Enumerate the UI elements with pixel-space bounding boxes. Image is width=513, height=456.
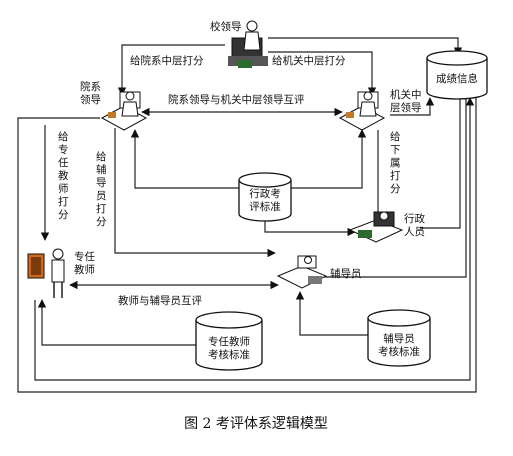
svg-text:下: 下 (390, 144, 401, 156)
db-results-label: 成绩信息 (436, 72, 478, 85)
edge-label-mutual-teacher-counselor: 教师与辅导员互评 (118, 294, 202, 307)
dept-leader-label-line2: 领导 (80, 93, 101, 106)
edge-teacher-standard (37, 299, 198, 346)
svg-text:分: 分 (58, 209, 69, 221)
svg-text:给: 给 (96, 150, 107, 163)
db-admin-standard: 行政考 评标准 (238, 172, 292, 222)
teacher-label-line1: 专任 (74, 250, 95, 263)
svg-text:专: 专 (58, 143, 69, 156)
organ-leader-label-line1: 机关中 (390, 88, 422, 101)
school-leader-workstation-icon (228, 20, 268, 68)
db-counselor-standard-line1: 辅导员 (383, 332, 415, 345)
counselor-label: 辅导员 (330, 267, 362, 280)
teacher-figure-icon (27, 248, 65, 298)
school-leader-label: 校领导 (210, 20, 242, 33)
edge-admin-to-results (420, 98, 461, 229)
edge-admin-standard-loop-right (290, 129, 367, 189)
counselor-workstation-icon (276, 255, 328, 289)
figure-caption: 图 2 考评体系逻辑模型 (184, 416, 328, 432)
svg-text:教: 教 (58, 169, 69, 182)
dept-leader-label-line1: 院系 (80, 80, 101, 93)
organ-leader-workstation-icon (338, 91, 386, 131)
svg-text:属: 属 (390, 157, 401, 169)
admin-staff-workstation-icon (348, 211, 404, 243)
edge-label-rate-counselor: 给 辅 导 员 打 分 (96, 150, 107, 228)
edge-label-rate-organ: 给机关中层打分 (272, 54, 346, 67)
edge-label-mutual-leaders: 院系领导与机关中层领导互评 (168, 93, 305, 106)
db-counselor-standard-line2: 考核标准 (378, 345, 420, 358)
svg-text:分: 分 (390, 183, 401, 195)
edge-admin-standard-loop (130, 129, 242, 189)
svg-text:师: 师 (58, 182, 69, 195)
db-teacher-standard-line2: 考核标准 (208, 348, 250, 361)
svg-text:分: 分 (96, 216, 107, 228)
svg-text:任: 任 (58, 156, 69, 169)
svg-text:给: 给 (390, 130, 401, 143)
dept-leader-workstation-icon (100, 91, 148, 131)
edge-school-to-results (268, 37, 463, 56)
connectors (17, 37, 477, 393)
svg-text:给: 给 (58, 130, 69, 143)
edge-label-rate-dept: 给院系中层打分 (130, 54, 204, 67)
svg-text:打: 打 (96, 202, 107, 215)
edge-rate-organ (268, 51, 377, 96)
db-teacher-standard: 专任教师 考核标准 (195, 311, 263, 371)
edge-label-rate-teacher: 给 专 任 教 师 打 分 (58, 130, 69, 221)
edge-outer-loop (17, 98, 477, 393)
edge-label-rate-subordinates: 给 下 属 打 分 (390, 130, 401, 195)
edge-organ-to-results (390, 97, 435, 116)
db-admin-standard-line1: 行政考 (249, 187, 281, 200)
teacher-label-line2: 教师 (74, 263, 95, 276)
edge-rate-dept (117, 44, 225, 96)
organ-leader-label-line2: 层领导 (390, 101, 422, 114)
db-teacher-standard-line1: 专任教师 (208, 335, 250, 348)
edge-teacher-to-results (34, 97, 475, 381)
svg-text:打: 打 (58, 195, 69, 208)
svg-text:导: 导 (96, 177, 107, 189)
edge-rate-counselor (114, 128, 276, 258)
edge-counselor-to-results (320, 98, 467, 278)
svg-text:打: 打 (390, 169, 401, 182)
svg-text:辅: 辅 (96, 163, 107, 176)
admin-staff-label-line1: 行政 (404, 212, 425, 225)
admin-staff-label-line2: 人员 (404, 226, 425, 238)
db-counselor-standard: 辅导员 考核标准 (367, 309, 431, 367)
edge-counselor-standard (295, 291, 370, 336)
svg-text:员: 员 (96, 190, 107, 202)
db-admin-standard-line2: 评标准 (249, 201, 281, 213)
db-results: 成绩信息 (426, 50, 488, 100)
